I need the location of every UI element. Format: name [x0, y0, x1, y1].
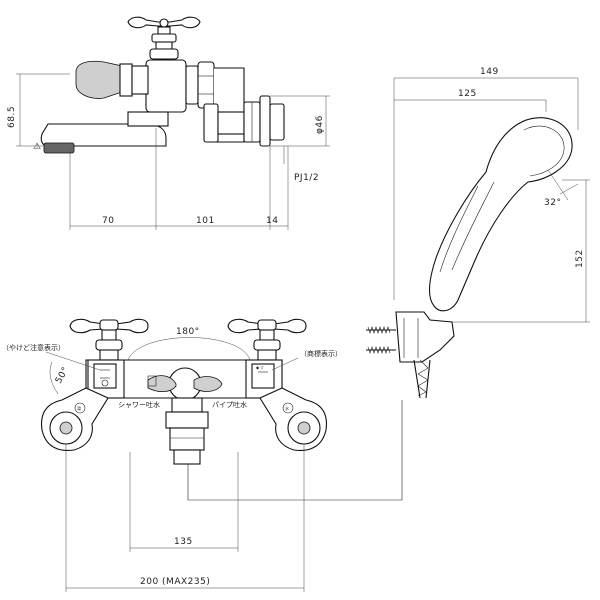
dim-diameter-46: φ46: [315, 115, 325, 134]
hot-mark: 湯: [77, 405, 81, 411]
dim-149: 149: [480, 67, 499, 77]
dim-125: 125: [458, 89, 477, 99]
dim-135: 135: [174, 537, 193, 547]
burn-warning-note: （やけど注意表示）: [2, 343, 65, 352]
dim-14: 14: [266, 216, 278, 226]
dim-angle-32: 32°: [544, 198, 561, 208]
warning-symbol: ⚠: [33, 142, 42, 152]
front-view: 180° ◆ ▽ シャワー吐水 パイプ吐水 湯: [2, 318, 403, 592]
svg-text:◆ ▽: ◆ ▽: [256, 365, 264, 370]
shower-handle: [428, 117, 573, 312]
shower-holder: [395, 311, 455, 363]
handle-rotation-arc: [127, 337, 251, 361]
dim-angle-50: 50°: [54, 365, 71, 385]
dim-angle-180: 180°: [176, 327, 200, 337]
dim-height-68-5: 68.5: [7, 106, 17, 128]
front-right-handle: [227, 318, 307, 361]
thread-spec: PJ1/2: [294, 173, 319, 183]
dim-101: 101: [196, 216, 215, 226]
cold-mark: 水: [285, 405, 289, 411]
front-left-handle: [69, 318, 149, 361]
side-view: ⚠ 68.5 70 101 14 φ46 PJ1/2: [7, 16, 330, 230]
trademark-note: （商標表示）: [300, 349, 342, 358]
dim-70: 70: [102, 216, 114, 226]
dim-200-max235: 200 (MAX235): [140, 577, 210, 587]
holder-screws: [366, 326, 396, 354]
dim-152: 152: [575, 249, 585, 268]
side-top-handle: [127, 16, 201, 60]
side-lever: [75, 60, 123, 99]
shower-outlet-label: シャワー吐水: [118, 400, 160, 409]
shower-view: 149 125 32° 152: [366, 67, 590, 399]
pipe-outlet-label: パイプ吐水: [212, 400, 247, 409]
